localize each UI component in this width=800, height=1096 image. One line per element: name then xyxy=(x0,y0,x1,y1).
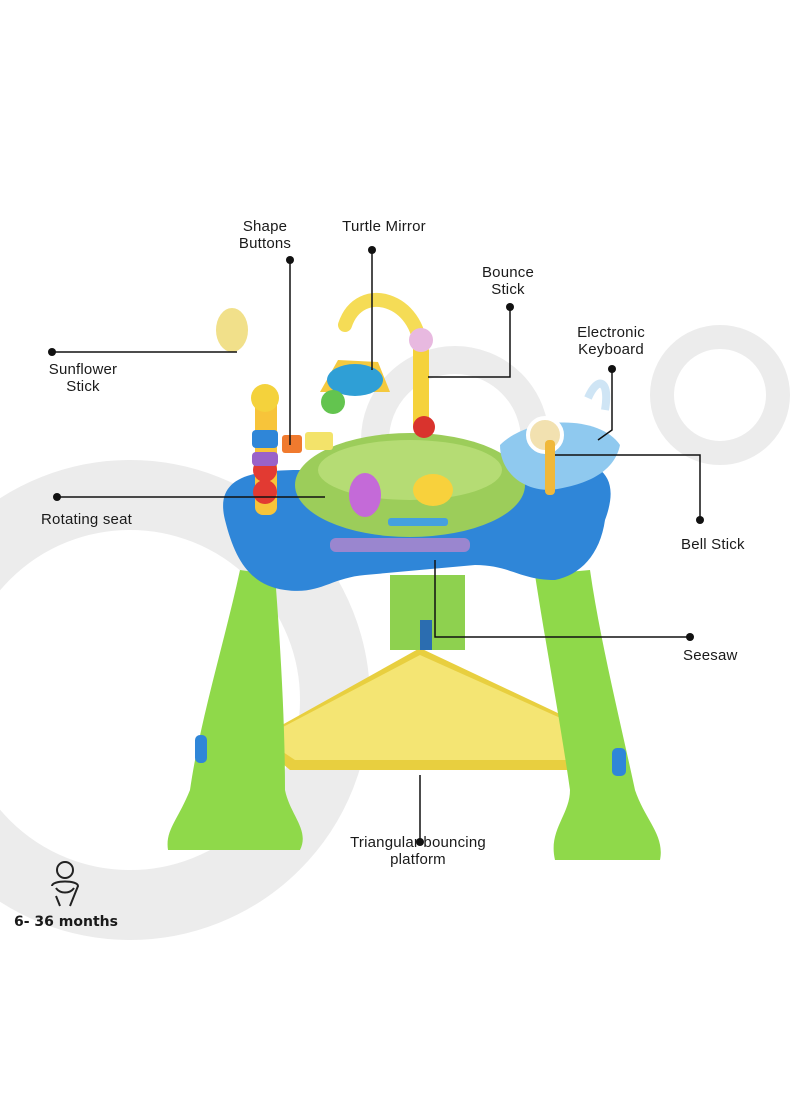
callout-bounce-stick: Bounce Stick xyxy=(481,264,535,298)
callout-seesaw: Seesaw xyxy=(683,647,738,664)
callout-turtle-mirror: Turtle Mirror xyxy=(342,218,426,235)
left-leg xyxy=(167,570,303,850)
right-leg xyxy=(535,570,661,860)
baby-icon xyxy=(51,861,80,907)
callout-electronic-keyboard: Electronic Keyboard xyxy=(577,324,645,358)
callout-rotating-seat: Rotating seat xyxy=(41,511,132,528)
backdrop-rings xyxy=(0,325,790,940)
callout-dots xyxy=(48,246,704,846)
bounce-stick xyxy=(409,328,435,438)
bell-stick xyxy=(545,440,555,495)
sunflower-stick xyxy=(216,308,279,515)
callout-bell-stick: Bell Stick xyxy=(681,536,745,553)
callout-shape-buttons: Shape Buttons xyxy=(238,218,292,252)
triangular-platform xyxy=(255,648,615,770)
seesaw-toy xyxy=(349,473,453,526)
electronic-keyboard xyxy=(500,379,620,490)
callout-sunflower-stick: Sunflower Stick xyxy=(48,361,118,395)
center-post xyxy=(390,575,465,650)
shape-buttons xyxy=(282,432,333,453)
callout-lines xyxy=(52,250,701,842)
callout-triangular-platform: Triangular bouncing platform xyxy=(350,834,486,868)
age-range-label: 6- 36 months xyxy=(14,914,118,930)
